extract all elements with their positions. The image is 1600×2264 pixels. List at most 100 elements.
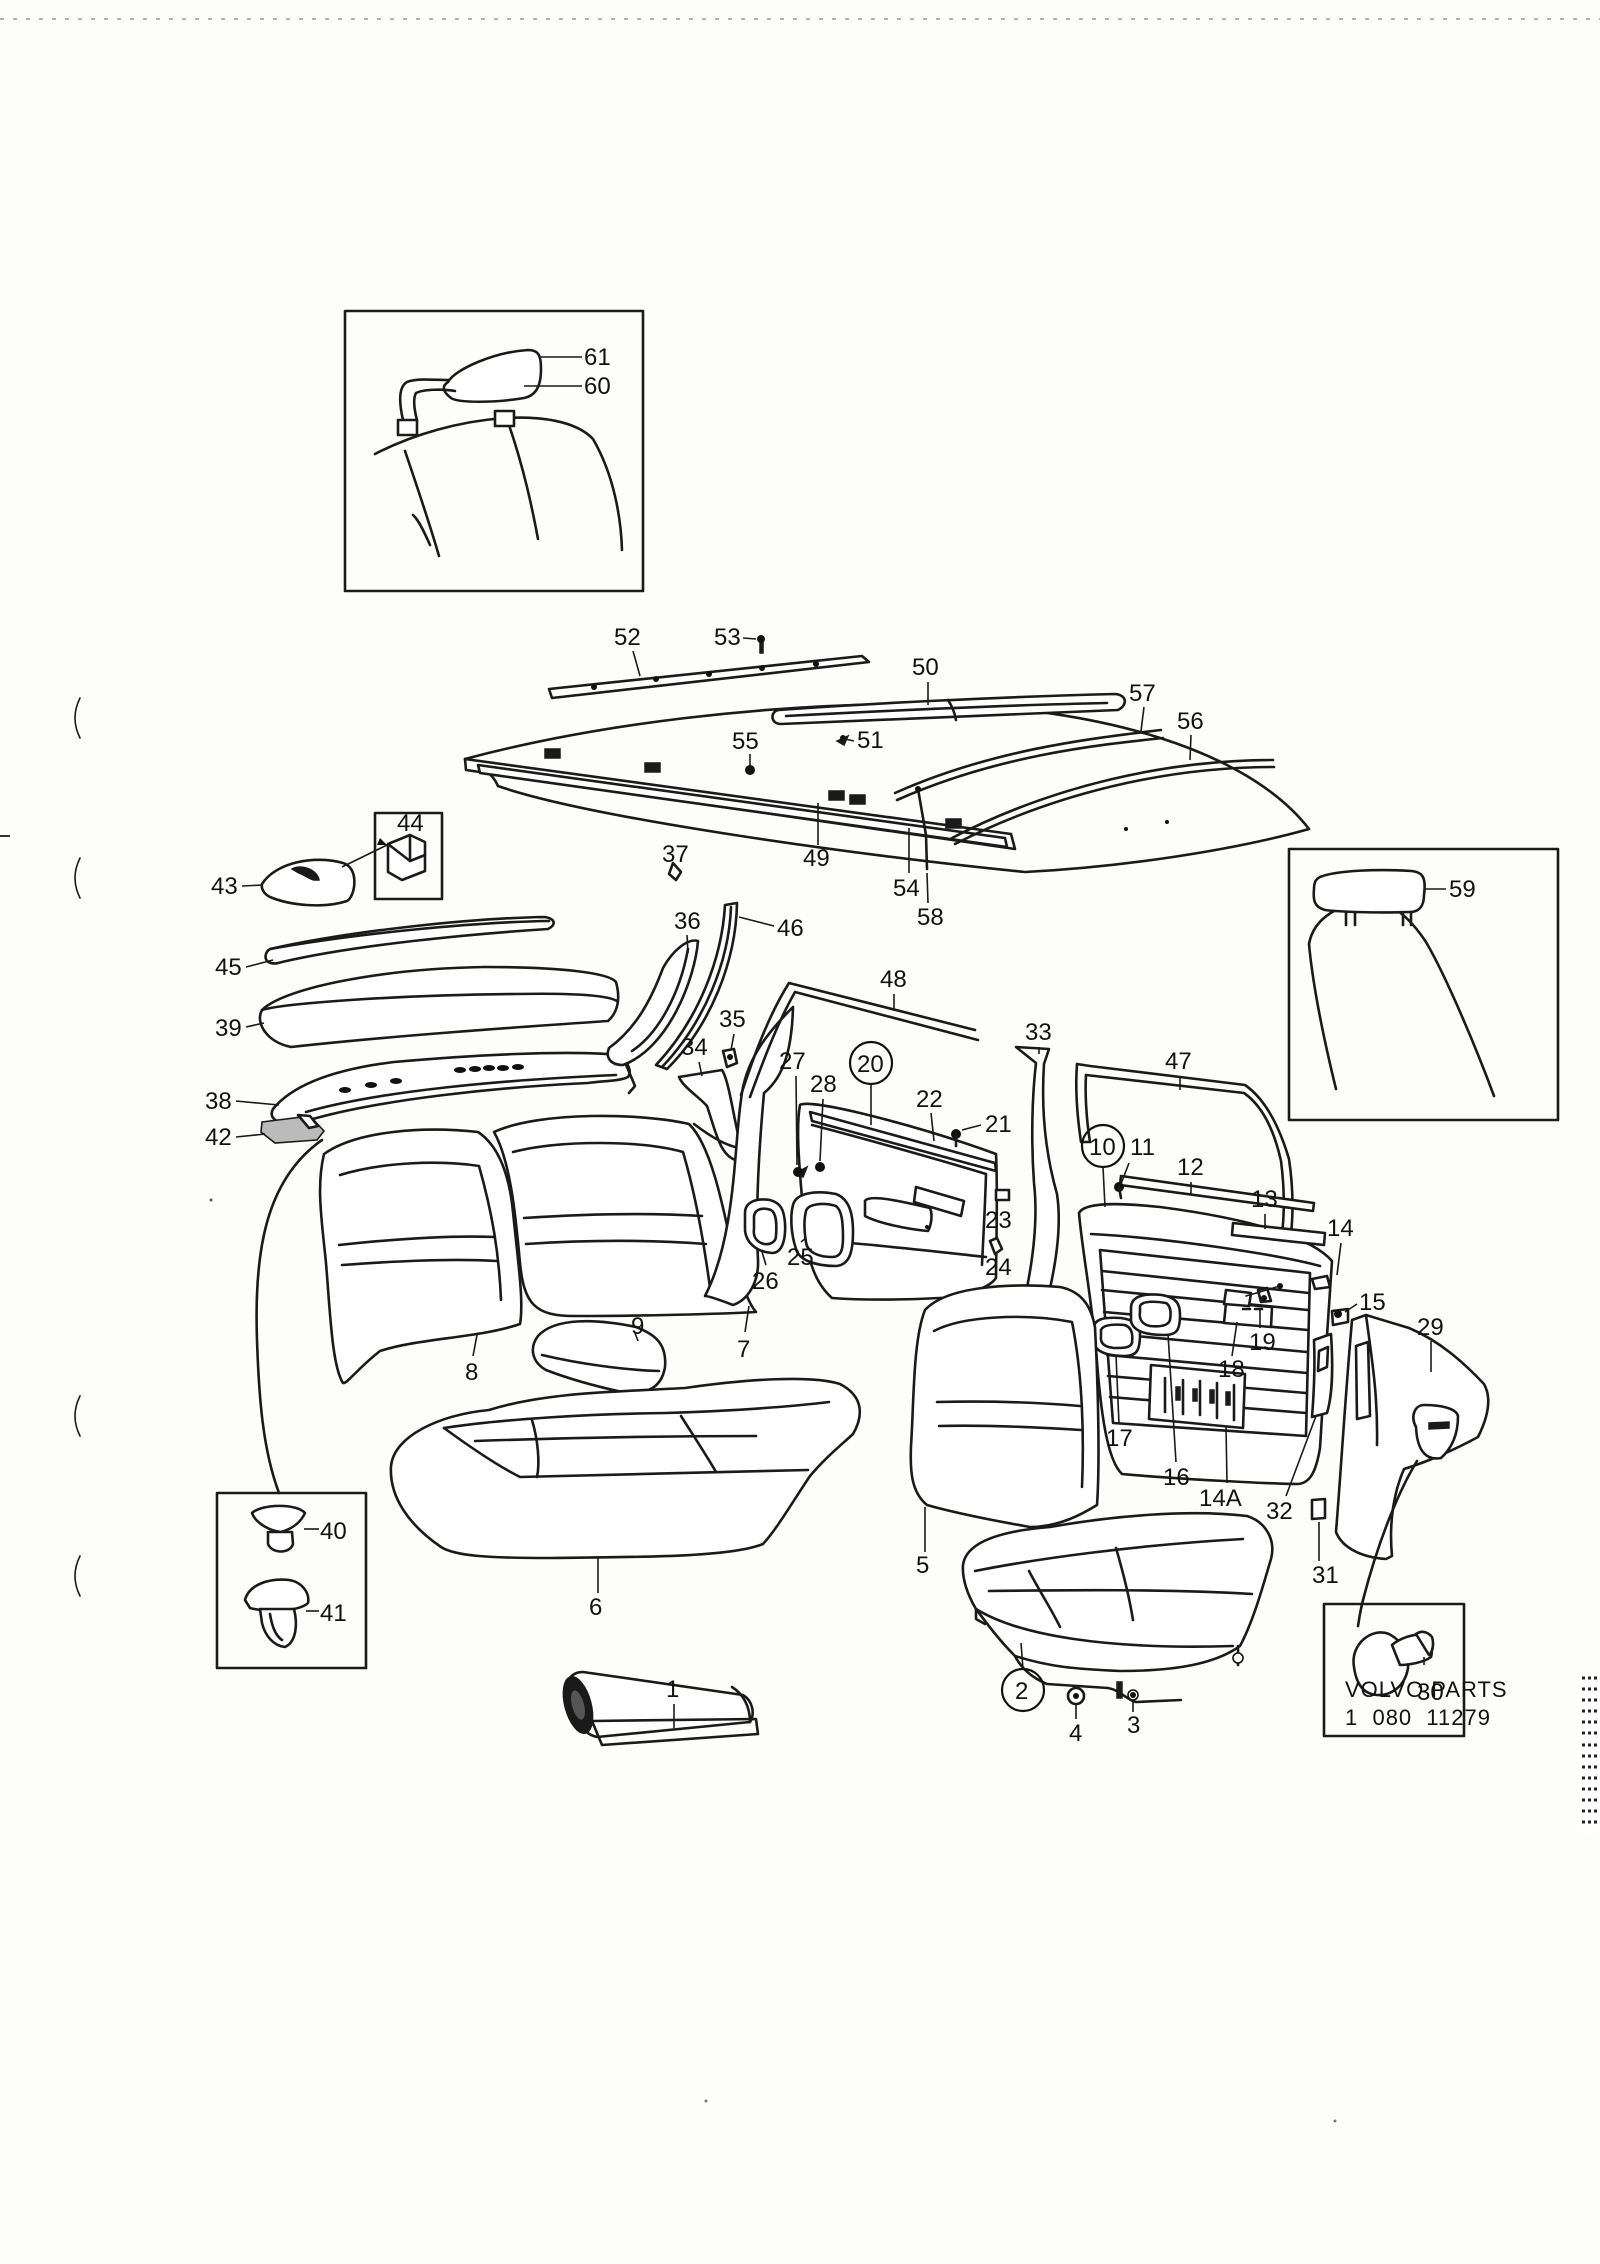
callout-37: 37	[662, 841, 689, 868]
roof-grab-handle	[745, 692, 1127, 775]
inset-headrest-front	[343, 309, 645, 593]
callout-3: 3	[1127, 1712, 1140, 1739]
rear-side-trim	[703, 1005, 795, 1307]
upper-trim-strip	[547, 635, 871, 700]
callout-57: 57	[1129, 680, 1156, 707]
rear-seat-backrest	[318, 1114, 758, 1395]
clip-part	[667, 861, 683, 882]
callout-32: 32	[1266, 1498, 1293, 1525]
inset-frame	[1322, 1602, 1466, 1738]
inset-frame	[373, 811, 444, 901]
clip-part	[1310, 1497, 1327, 1521]
callout-56: 56	[1177, 708, 1204, 735]
callout-51: 51	[857, 727, 884, 754]
punch-hole-mark	[74, 857, 81, 899]
callout-42: 42	[205, 1124, 232, 1151]
punch-hole-mark	[74, 1395, 81, 1437]
inset-lock-knob	[1322, 1602, 1466, 1738]
callout-22: 22	[916, 1086, 943, 1113]
callout-28: 28	[810, 1071, 837, 1098]
callout-4: 4	[1069, 1720, 1082, 1747]
rear-parcel-shelf	[258, 915, 637, 1144]
callout-12: 12	[1177, 1154, 1204, 1181]
b-pillar-trim	[677, 1047, 745, 1163]
front-seat	[909, 1284, 1274, 1706]
headliner-roof	[463, 702, 1311, 874]
inset-frame	[1287, 847, 1560, 1122]
callout-11: 11	[1130, 1134, 1155, 1161]
punch-hole-mark	[74, 697, 81, 739]
callout-40: 40	[320, 1518, 347, 1545]
callouts: 52 53 50 57 56 51 55 49 54 58 37 36 4	[205, 344, 1476, 1747]
callout-39: 39	[215, 1015, 242, 1042]
callout-33: 33	[1025, 1019, 1052, 1046]
callout-9: 9	[631, 1313, 644, 1340]
callout-41: 41	[320, 1600, 347, 1627]
callout-16: 16	[1163, 1464, 1190, 1491]
callout-25: 25	[787, 1244, 814, 1271]
edge-marks	[1578, 1673, 1598, 1833]
inset-headrest-rear	[1287, 847, 1560, 1122]
front-door-panel	[1074, 1062, 1350, 1486]
callout-15: 15	[1359, 1289, 1386, 1316]
callout-13: 13	[1251, 1186, 1278, 1213]
sun-visor	[260, 811, 444, 907]
callout-14a: 14A	[1199, 1485, 1242, 1512]
callout-44: 44	[397, 810, 424, 837]
inset-frame	[215, 1491, 368, 1670]
callout-27: 27	[779, 1048, 806, 1075]
callout-59: 59	[1449, 876, 1476, 903]
callout-5: 5	[916, 1552, 929, 1579]
callout-18: 18	[1218, 1356, 1245, 1383]
callout-17: 17	[1106, 1425, 1133, 1452]
callout-43: 43	[211, 873, 238, 900]
callout-6: 6	[589, 1594, 602, 1621]
callout-30: 30	[1417, 1679, 1444, 1706]
callout-55: 55	[732, 728, 759, 755]
callout-19: 19	[1249, 1329, 1276, 1356]
callout-14: 14	[1327, 1215, 1354, 1242]
callout-10: 10	[1089, 1134, 1116, 1161]
callout-52: 52	[614, 624, 641, 651]
c-pillar-trim	[606, 901, 739, 1071]
inset-clips	[215, 1491, 368, 1670]
callout-1: 1	[666, 1676, 679, 1703]
callout-8: 8	[465, 1359, 478, 1386]
callout-38: 38	[205, 1088, 232, 1115]
front-kick-panel	[1334, 1313, 1490, 1628]
callout-58: 58	[917, 904, 944, 931]
headrest-part	[442, 348, 543, 404]
callout-49: 49	[803, 845, 830, 872]
callout-35: 35	[719, 1006, 746, 1033]
cable-line	[255, 1138, 324, 1495]
insulation-roll	[562, 1670, 760, 1747]
callout-47: 47	[1165, 1048, 1192, 1075]
callout-20: 20	[857, 1051, 884, 1078]
callout-34: 34	[681, 1034, 708, 1061]
callout-54: 54	[893, 875, 920, 902]
callout-31: 31	[1312, 1562, 1339, 1589]
callout-60: 60	[584, 373, 611, 400]
headrest-guide-right	[493, 409, 516, 428]
punch-hole-mark	[74, 1555, 81, 1597]
callout-53: 53	[714, 624, 741, 651]
callout-36: 36	[674, 908, 701, 935]
rear-seat-cushion	[389, 1377, 861, 1560]
callout-48: 48	[880, 966, 907, 993]
callout-24: 24	[985, 1254, 1012, 1281]
callout-23: 23	[985, 1207, 1012, 1234]
callout-45: 45	[215, 954, 242, 981]
callout-2: 2	[1015, 1678, 1028, 1705]
callout-50: 50	[912, 654, 939, 681]
callout-7: 7	[737, 1336, 750, 1363]
callout-29: 29	[1417, 1314, 1444, 1341]
callout-26: 26	[752, 1268, 779, 1295]
inset-frame	[343, 309, 645, 593]
callout-46: 46	[777, 915, 804, 942]
callout-61: 61	[584, 344, 611, 371]
callout-21: 21	[985, 1111, 1012, 1138]
part-number-label: 1 080 11279	[1345, 1705, 1491, 1730]
brand-label: VOLVO PARTS	[1345, 1677, 1508, 1702]
